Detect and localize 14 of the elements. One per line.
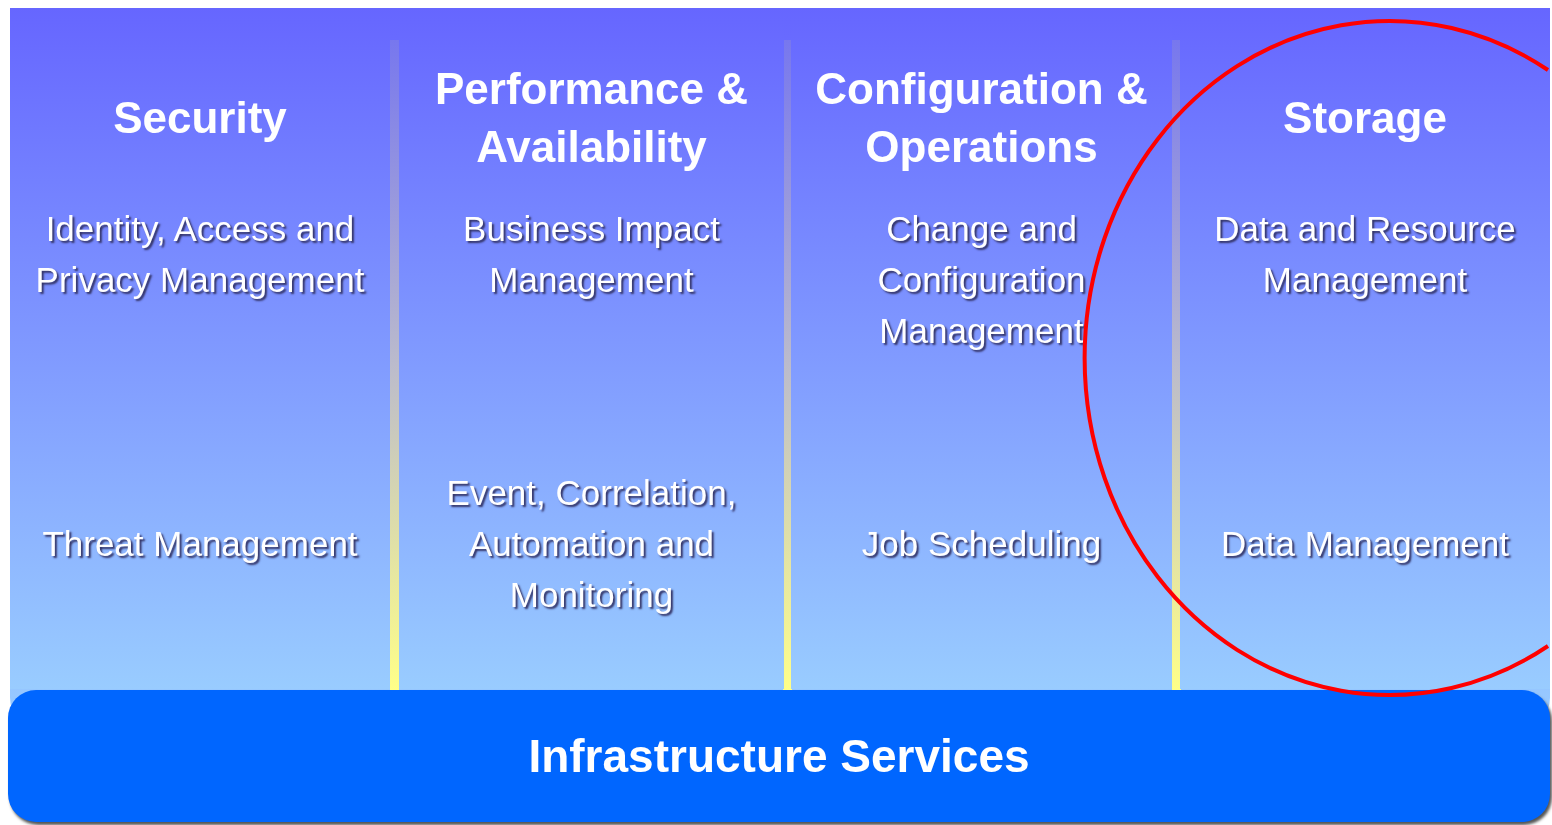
category-label: Data Management xyxy=(1220,522,1510,565)
column-heading: Security xyxy=(113,92,287,144)
column-heading: Performance & Availability xyxy=(434,63,749,173)
category-label: Data and Resource Management xyxy=(1213,208,1517,301)
category-label: Threat Management xyxy=(41,522,359,565)
column-heading: Storage xyxy=(1283,92,1447,144)
category-label: Job Scheduling xyxy=(860,522,1103,565)
category-label: Business Impact Management xyxy=(462,208,721,301)
infrastructure-bar: Infrastructure Services xyxy=(8,690,1550,822)
category-label: Change and Configuration Management xyxy=(876,208,1087,352)
category-label: Identity, Access and Privacy Management xyxy=(34,208,366,301)
category-label: Event, Correlation, Automation and Monitoring xyxy=(445,471,738,616)
column-heading: Configuration & Operations xyxy=(814,63,1149,173)
column-panel xyxy=(10,8,390,689)
